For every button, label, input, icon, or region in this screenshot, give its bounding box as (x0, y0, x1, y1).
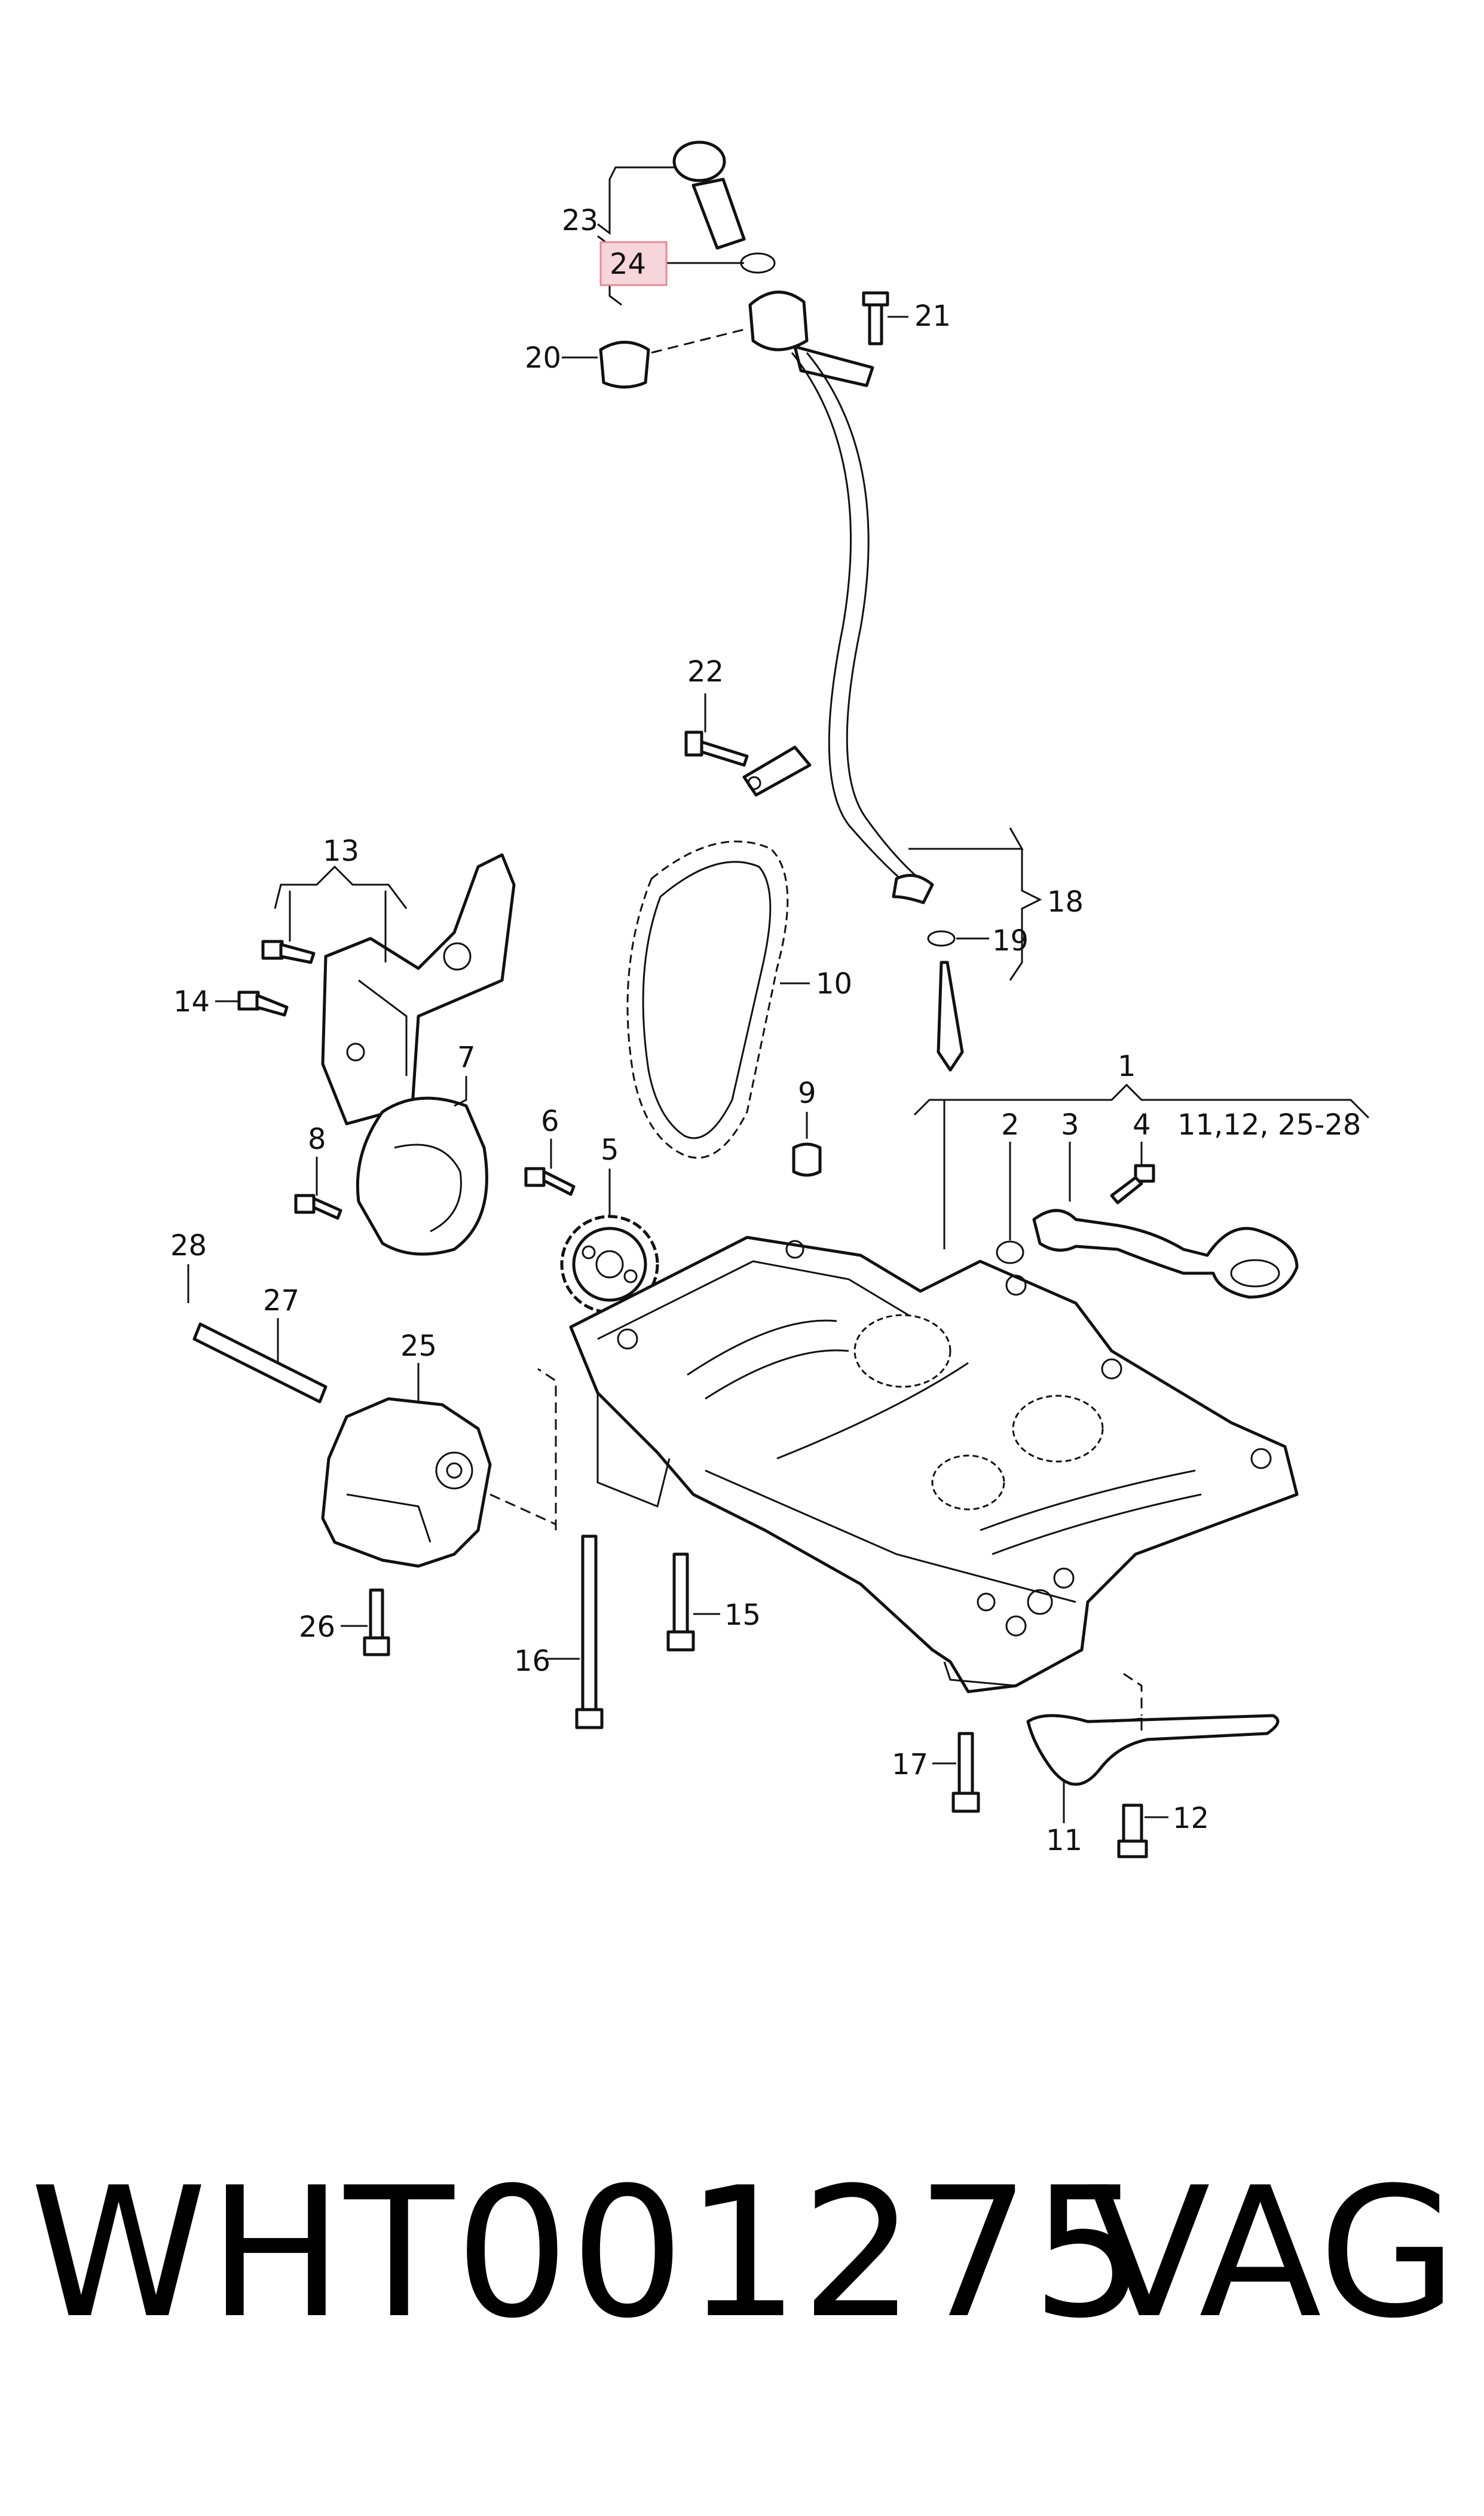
footer-caption: WHT001275 VAG (0, 2128, 1484, 2379)
callout-28[interactable]: 28 (170, 1229, 207, 1262)
callout-11[interactable]: 11 (1046, 1824, 1082, 1857)
callout-20[interactable]: 20 (525, 341, 561, 375)
callout-14[interactable]: 14 (173, 985, 210, 1019)
callout-18[interactable]: 18 (1047, 885, 1084, 919)
callout-23[interactable]: 23 (562, 204, 598, 237)
guide-tube (791, 352, 915, 892)
guide-tube-head (748, 291, 809, 351)
callout-26[interactable]: 26 (299, 1610, 335, 1644)
callout-1-group: 11,12, 25-28 (1177, 1108, 1361, 1142)
callout-24[interactable]: 24 (610, 247, 646, 281)
callout-10[interactable]: 10 (816, 967, 852, 1001)
leader-lines (187, 166, 1370, 1823)
dowel-sleeve (792, 1142, 822, 1177)
dipstick-assembly (599, 140, 964, 1072)
oil-pump (321, 1397, 492, 1568)
chain-guard-cover (356, 1096, 488, 1256)
callout-17[interactable]: 17 (892, 1748, 928, 1781)
balance-shaft-housing (569, 1236, 1299, 1693)
oil-pickup-pipe (1032, 1209, 1299, 1299)
cap-plug (599, 341, 650, 389)
callout-19[interactable]: 19 (992, 924, 1029, 958)
callout-3[interactable]: 3 (1061, 1108, 1079, 1142)
bolt-8 (294, 1194, 316, 1214)
lower-tube-bracket (742, 745, 812, 797)
bolt-16 (581, 1534, 598, 1711)
callout-16[interactable]: 16 (514, 1644, 550, 1678)
lower-seal-ring (927, 930, 956, 947)
callout-12[interactable]: 12 (1173, 1802, 1209, 1835)
callout-7[interactable]: 7 (457, 1041, 476, 1074)
oil-level-sensor (937, 961, 964, 1072)
bolt-22 (694, 739, 749, 767)
dipstick-handle (672, 140, 726, 182)
bolt-12 (1122, 1803, 1143, 1843)
callout-21[interactable]: 21 (914, 299, 951, 333)
timing-chain (626, 840, 789, 1159)
callout-labels: 23 24 20 21 22 18 19 10 13 14 7 8 6 5 9 … (170, 204, 1361, 1857)
callout-15[interactable]: 15 (724, 1598, 761, 1632)
bolt-17 (957, 1732, 974, 1795)
bolt-4 (1134, 1164, 1155, 1183)
tube-lower-end (892, 873, 934, 904)
exploded-parts-diagram: 23 24 20 21 22 18 19 10 13 14 7 8 6 5 9 … (170, 140, 1370, 1858)
dipstick-o-ring (740, 252, 776, 274)
callout-6[interactable]: 6 (541, 1105, 559, 1138)
callout-22[interactable]: 22 (687, 655, 724, 689)
callout-9[interactable]: 9 (798, 1077, 816, 1110)
bolt-15 (672, 1552, 689, 1634)
callout-13[interactable]: 13 (323, 834, 359, 868)
callout-2[interactable]: 2 (1001, 1108, 1020, 1142)
callout-highlight (599, 241, 668, 286)
sprocket (560, 1215, 659, 1314)
tensioner-bracket (237, 853, 516, 1126)
bolt-14 (237, 990, 260, 1011)
baffle-plate (1026, 1714, 1280, 1786)
o-ring-2 (996, 1240, 1024, 1264)
brand-name: VAG (1088, 2149, 1458, 2358)
dipstick-grip (691, 178, 746, 250)
guide-tube-bracket (793, 345, 874, 387)
part-number: WHT001275 (30, 2149, 1147, 2358)
drive-pin (192, 1322, 328, 1404)
bolt-13 (261, 940, 284, 960)
callout-27[interactable]: 27 (263, 1284, 299, 1317)
callout-5[interactable]: 5 (601, 1133, 619, 1167)
bolt-6 (524, 1167, 546, 1187)
callout-25[interactable]: 25 (400, 1329, 437, 1363)
callout-4[interactable]: 4 (1133, 1108, 1151, 1142)
callout-1[interactable]: 1 (1118, 1050, 1136, 1083)
callout-8[interactable]: 8 (308, 1123, 326, 1156)
bolt-26 (369, 1588, 384, 1640)
